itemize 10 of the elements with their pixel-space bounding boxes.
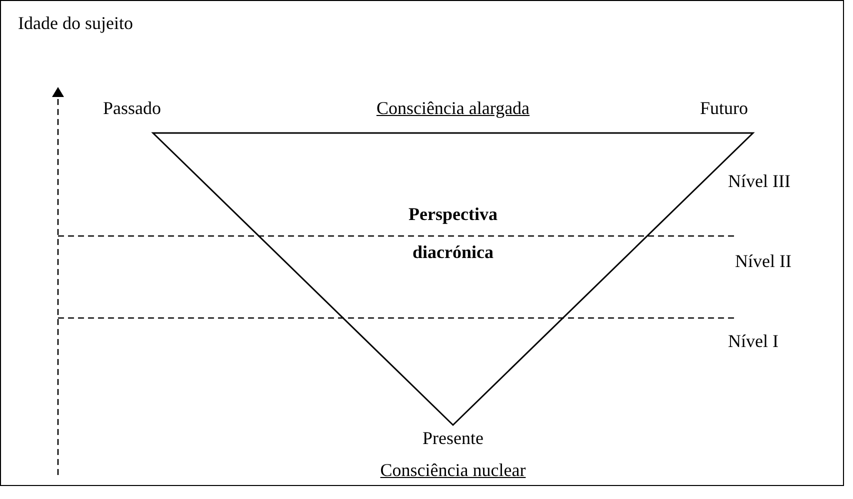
level-label: Nível III xyxy=(728,170,790,192)
heading-label: Consciência alargada xyxy=(376,97,530,119)
level-label: Nível I xyxy=(728,330,778,352)
heading-label: Consciência nuclear xyxy=(380,459,526,481)
level-label: Nível II xyxy=(735,250,792,272)
time-label: Passado xyxy=(103,97,161,119)
time-label: Presente xyxy=(422,427,484,449)
axis-label: Idade do sujeito xyxy=(18,12,133,34)
diagram-label: Perspectiva diacrónica xyxy=(408,203,498,264)
time-label: Futuro xyxy=(700,97,748,119)
